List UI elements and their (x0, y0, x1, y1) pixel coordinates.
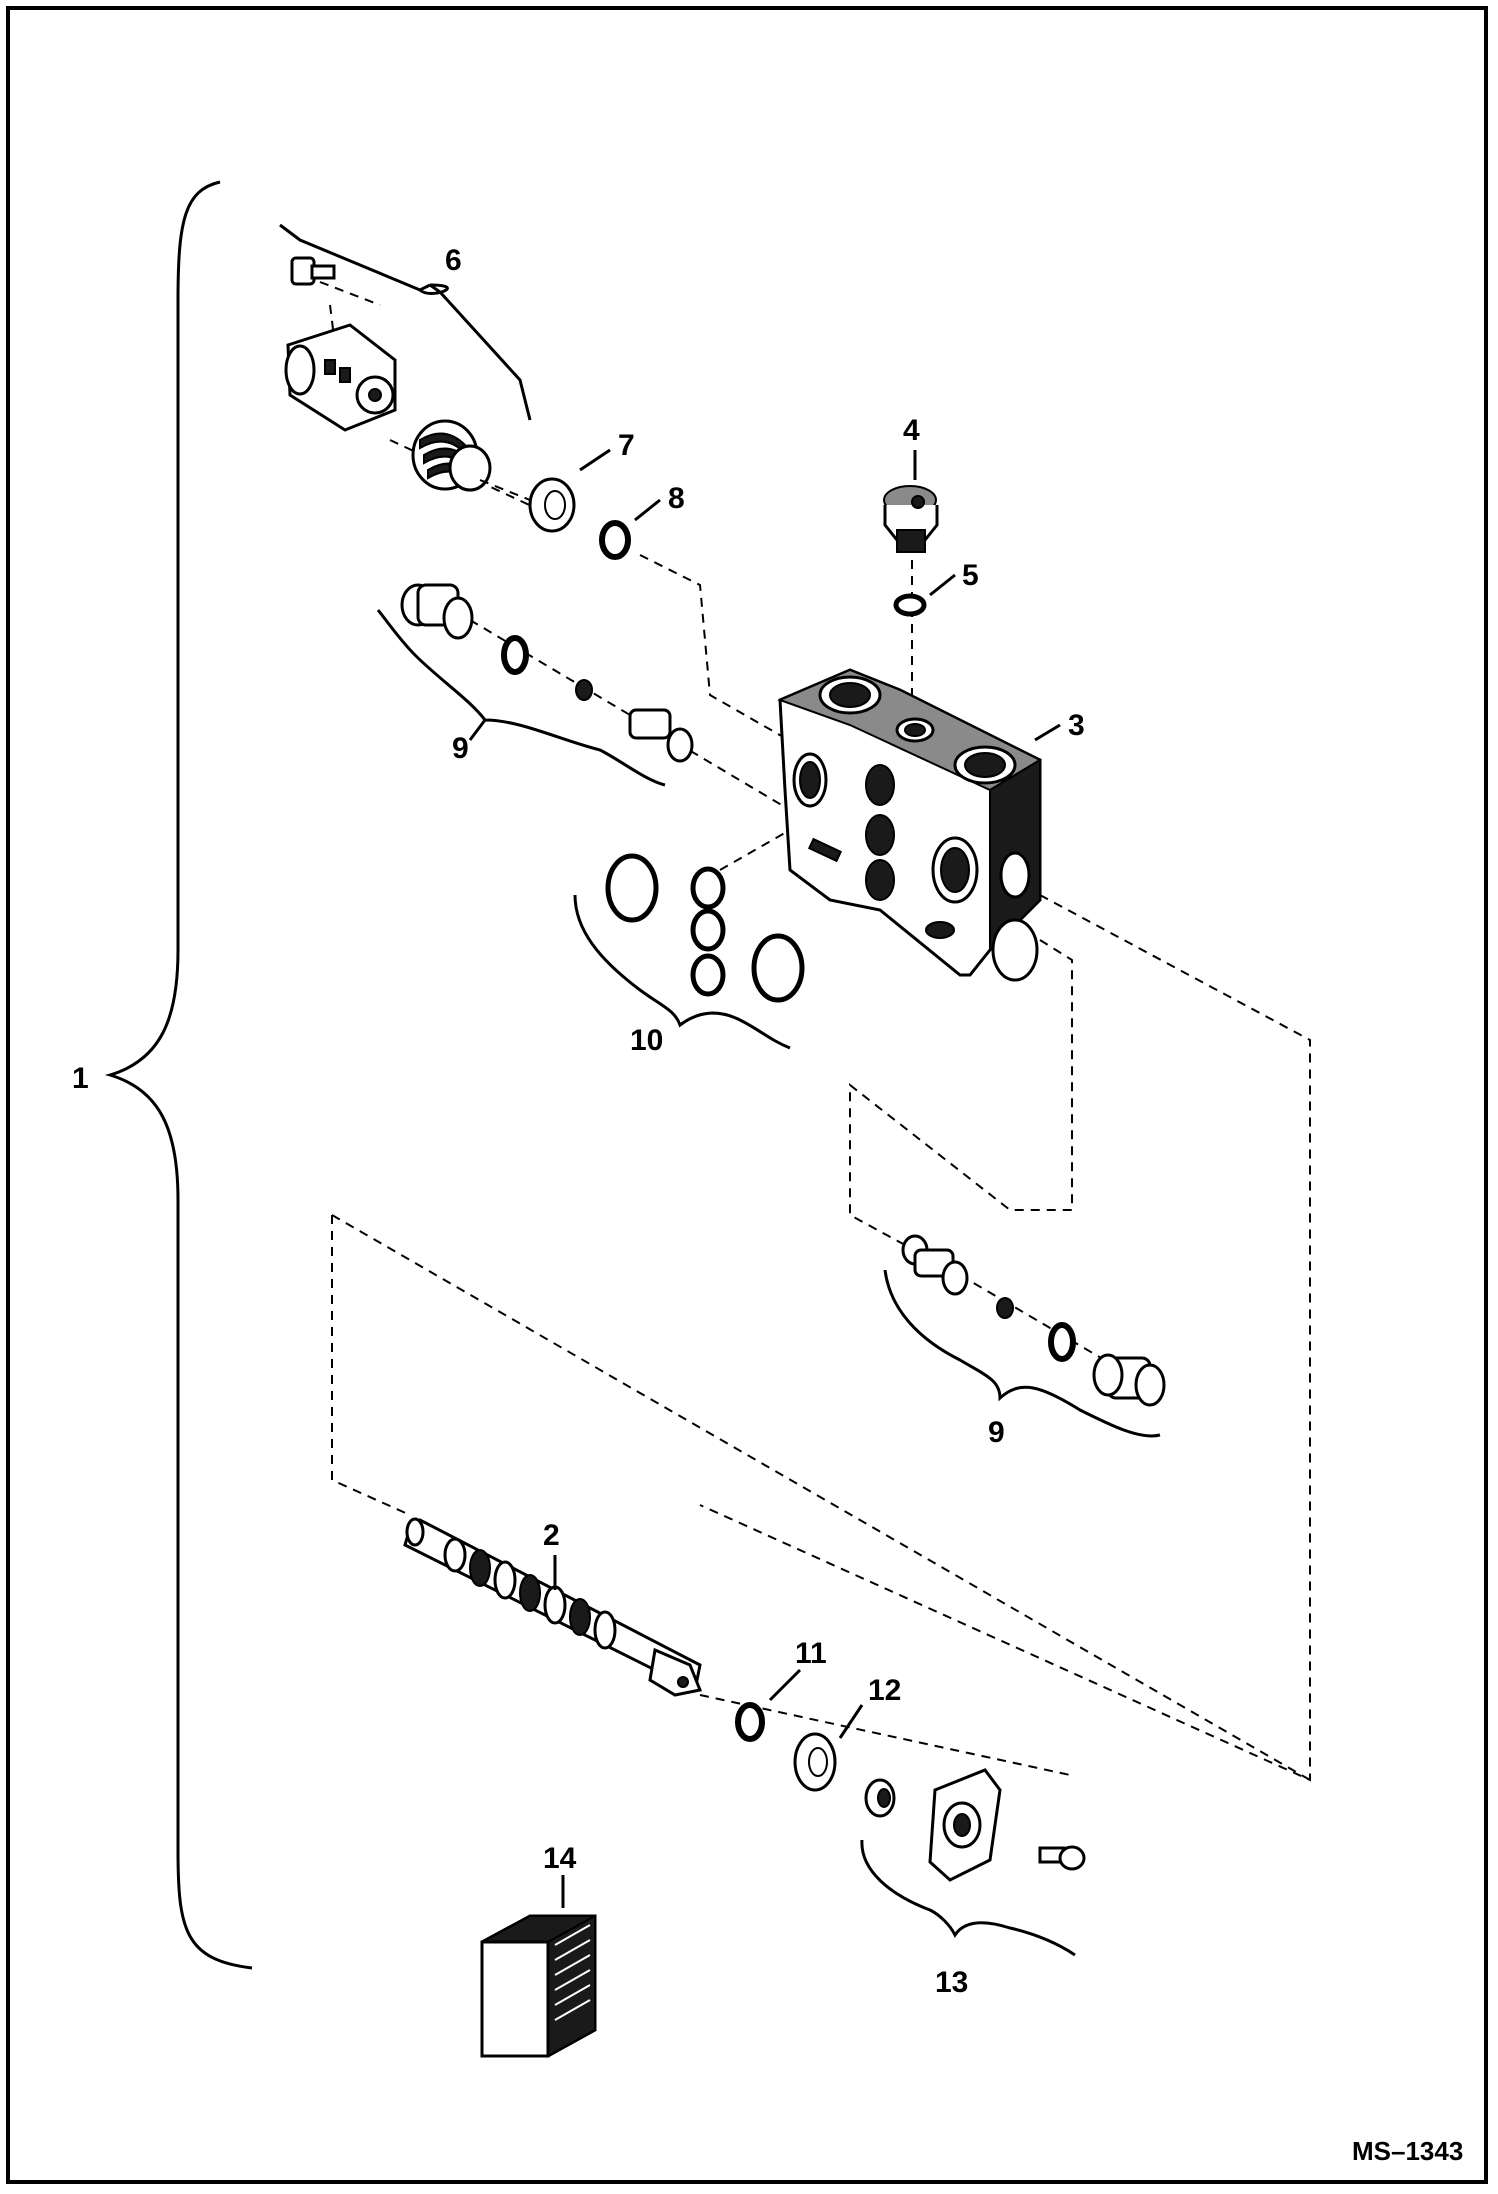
cap-screw-icon (290, 256, 336, 286)
path-body-right-outer (699, 894, 1311, 1782)
callout-9-lower: 9 (988, 1416, 1005, 1449)
part-10-o-ring-kit (573, 853, 805, 1050)
callout-5: 5 (962, 559, 979, 592)
part-7-washer (528, 448, 611, 533)
part-5-o-ring (893, 573, 956, 617)
part-9-check-assembly-upper (376, 583, 694, 787)
part-2-spool (403, 1517, 703, 1697)
callout-11: 11 (795, 1637, 827, 1670)
assembly-brace (104, 180, 253, 1970)
spring-icon (411, 419, 492, 492)
callout-2: 2 (543, 1519, 560, 1552)
part-3-valve-section-body (777, 668, 1061, 982)
part-12-washer (793, 1704, 864, 1792)
cap-screw-icon (1038, 1845, 1086, 1871)
part-13-end-cap-assembly (860, 1768, 1086, 1957)
callout-7: 7 (618, 429, 635, 462)
callout-4: 4 (903, 414, 920, 447)
page-border (6, 6, 1488, 2184)
path-spool-top (331, 1214, 1311, 1781)
path-item9-upper (469, 619, 791, 811)
callout-9-upper: 9 (452, 732, 469, 765)
callout-14: 14 (543, 1842, 577, 1875)
callout-1: 1 (72, 1062, 89, 1095)
path-body-right-inner (849, 939, 1073, 1246)
plug-icon (1092, 1353, 1166, 1407)
callout-6: 6 (445, 244, 462, 277)
part-14-decal-pack (480, 1875, 597, 2058)
poppet-icon (901, 1234, 969, 1296)
drawing-code: MS–1343 (1352, 2136, 1463, 2166)
part-11-o-ring (735, 1668, 802, 1742)
part-9-check-assembly-lower (883, 1234, 1166, 1438)
poppet-icon (628, 708, 694, 763)
part-6-end-cap-assembly (279, 223, 532, 501)
path-item8-to-body (639, 554, 786, 739)
callout-10: 10 (630, 1024, 663, 1057)
callout-12: 12 (868, 1674, 901, 1707)
part-8-o-ring (599, 498, 661, 560)
plug-icon (400, 583, 474, 640)
end-cap-icon (284, 323, 397, 432)
callout-3: 3 (1068, 709, 1085, 742)
callout-13: 13 (935, 1966, 968, 1999)
path-spool-left (331, 1215, 411, 1516)
path-item6-screw (319, 281, 381, 306)
part-4-plug (883, 450, 939, 553)
callout-8: 8 (668, 482, 685, 515)
